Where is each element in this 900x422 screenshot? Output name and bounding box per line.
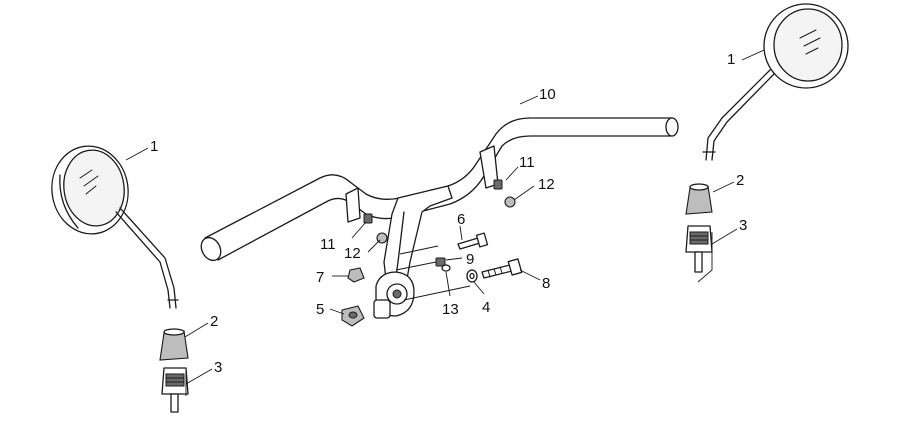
leader-lines: [125, 49, 765, 396]
callout-7: 7: [316, 269, 324, 286]
riser-bracket: [373, 185, 453, 319]
callout-11-right: 11: [519, 154, 535, 171]
left-adapter-cap: [159, 328, 189, 361]
bolt-8: [481, 258, 523, 279]
callout-2-right: 2: [736, 172, 744, 189]
callout-9: 9: [466, 251, 474, 268]
right-threaded-mount: [685, 225, 713, 273]
left-threaded-mount: [161, 367, 189, 413]
screw-11-left: [363, 213, 373, 224]
nut-5: [341, 305, 365, 327]
nut-7: [347, 267, 365, 283]
callout-1-left: 1: [150, 138, 158, 155]
nut-9: [435, 257, 451, 272]
callout-1-right: 1: [727, 51, 735, 68]
callout-5: 5: [316, 301, 324, 318]
right-adapter-cap: [685, 183, 713, 215]
callout-8: 8: [542, 275, 550, 292]
callout-10: 10: [539, 86, 556, 103]
bolt-6: [457, 232, 489, 250]
callout-12-right: 12: [538, 176, 555, 193]
callout-12-left: 12: [344, 245, 361, 262]
callout-4: 4: [482, 299, 490, 316]
callout-2-left: 2: [210, 313, 218, 330]
washer-4: [466, 269, 478, 283]
callout-3-left: 3: [214, 359, 222, 376]
callout-6: 6: [457, 211, 465, 228]
callout-11-left: 11: [320, 236, 336, 253]
screw-11-right: [493, 179, 503, 190]
left-mirror: [51, 145, 179, 309]
callout-3-right: 3: [739, 217, 747, 234]
right-mirror: [702, 3, 849, 161]
callout-13: 13: [442, 301, 459, 318]
screw-12-right: [504, 196, 516, 208]
